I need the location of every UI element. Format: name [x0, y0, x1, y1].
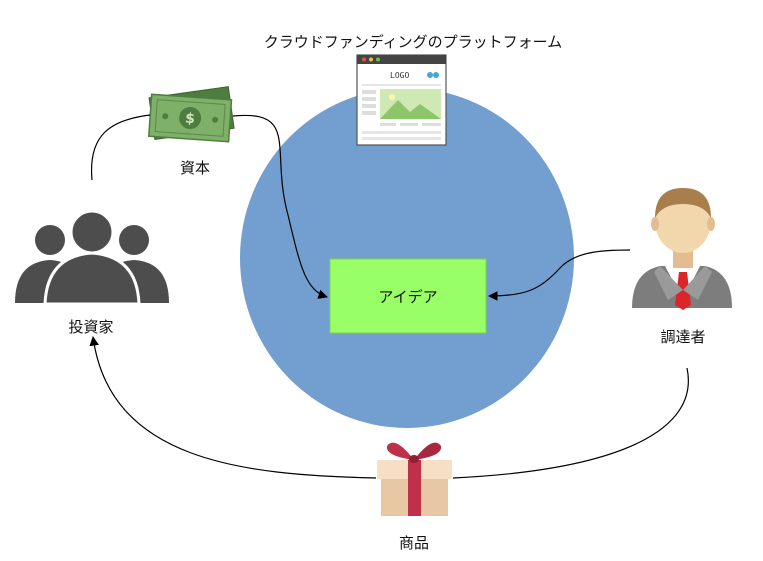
- connector-investor-to-capital: [90, 114, 151, 181]
- businessman-icon: [632, 188, 732, 310]
- browser-logo-text: LOGO: [390, 71, 409, 80]
- idea-label: アイデア: [378, 288, 437, 306]
- product-label: 商品: [399, 534, 429, 552]
- arrow-capital-to-idea: [232, 114, 328, 299]
- idea-box: [329, 258, 487, 334]
- platform-title: クラウドファンディングのプラットフォーム: [264, 33, 563, 51]
- svg-text:$: $: [185, 111, 196, 128]
- dollar-bill-icon: $: [147, 86, 235, 143]
- capital-label: 資本: [180, 159, 210, 177]
- investor-label: 投資家: [68, 318, 113, 336]
- connector-fundraiser-to-product: [452, 367, 689, 479]
- arrow-fundraiser-to-idea: [488, 249, 631, 301]
- browser-window-icon: LOGO: [356, 54, 447, 146]
- platform-circle: [240, 88, 574, 428]
- arrow-product-to-investor: [89, 336, 377, 479]
- people-group-icon: [15, 209, 169, 306]
- fundraiser-label: 調達者: [660, 328, 705, 346]
- gift-box-icon: [377, 442, 452, 516]
